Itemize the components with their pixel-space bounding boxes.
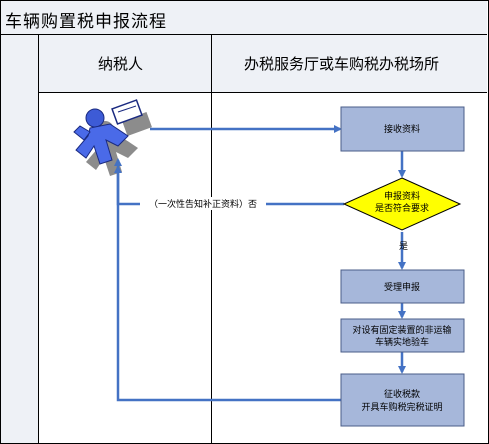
edge-label-no: （一次性告知补正资料）否	[149, 198, 257, 210]
diagram-title: 车辆购置税申报流程	[5, 12, 167, 32]
node-inspect-label-1: 对设有固定装置的非运输	[352, 324, 451, 336]
node-inspect-label-2: 车辆实地验车	[375, 336, 429, 348]
person-with-document-icon	[73, 99, 152, 176]
lane-header-taxpayer: 纳税人	[39, 35, 211, 93]
node-accept: 受理申报	[340, 269, 465, 304]
edge-label-no-bg	[140, 197, 266, 210]
node-inspect: 对设有固定装置的非运输 车辆实地验车	[340, 318, 465, 353]
arrow-collect-to-taxpayer	[114, 165, 341, 402]
lane-title-taxpayer: 纳税人	[98, 55, 144, 73]
node-check-decision: 申报资料 是否符合要求	[342, 177, 462, 231]
edge-label-yes: 是	[399, 241, 408, 252]
flow-arrows	[114, 125, 406, 402]
lane-title-office: 办税服务厅或车购税办税场所	[244, 55, 440, 73]
title-bar: 车辆购置税申报流程	[1, 1, 487, 35]
node-receive: 接收资料	[340, 106, 465, 152]
node-collect-label-2: 开具车购税完税证明	[361, 401, 442, 413]
node-check-label-2: 是否符合要求	[375, 202, 429, 214]
node-accept-label: 受理申报	[384, 281, 420, 293]
node-collect-label-1: 征收税款	[384, 388, 420, 400]
node-check-label-1: 申报资料	[384, 190, 420, 202]
node-collect: 征收税款 开具车购税完税证明	[340, 373, 465, 427]
node-receive-label: 接收资料	[384, 123, 420, 135]
lane-divider	[211, 35, 212, 443]
lane-header-office: 办税服务厅或车购税办税场所	[212, 35, 487, 93]
lane-label-strip	[1, 35, 39, 443]
